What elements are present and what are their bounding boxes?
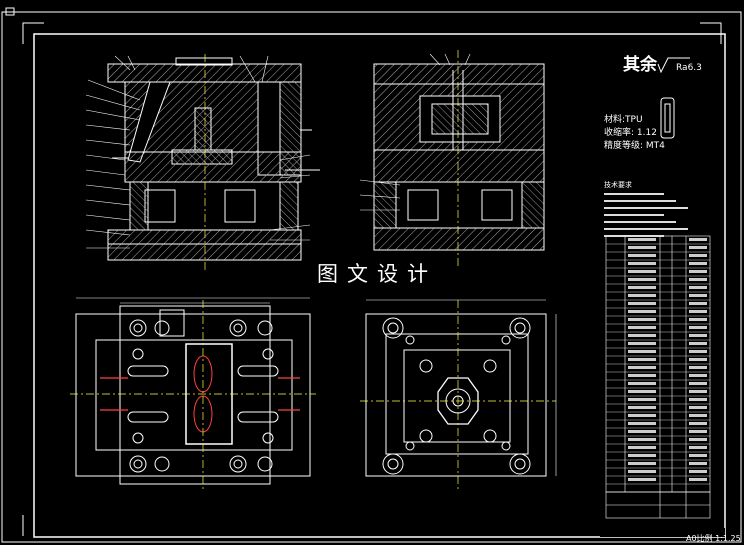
roughness-value: Ra6.3	[676, 63, 702, 73]
parts-list-cell-mark	[689, 470, 707, 473]
requirement-note-line	[604, 214, 664, 216]
parts-list-cell-mark	[689, 430, 707, 433]
parts-list-cell-mark	[689, 278, 707, 281]
inner-frame	[33, 33, 726, 538]
parts-list-cell-mark	[689, 366, 707, 369]
requirement-note-line	[604, 193, 664, 195]
parts-list-cell-mark	[628, 326, 656, 329]
parts-list-cell-mark	[689, 446, 707, 449]
parts-list-cell-mark	[689, 238, 707, 241]
front-section-view	[85, 54, 320, 270]
roughness-label: 其余	[623, 55, 657, 75]
parts-list-cell-mark	[689, 302, 707, 305]
parts-list-cell-mark	[628, 406, 656, 409]
parts-list-cell-mark	[628, 238, 656, 241]
parts-list-cell-mark	[628, 398, 656, 401]
parts-list-cell-mark	[689, 406, 707, 409]
corner-mark-tr	[700, 22, 722, 44]
requirement-note-line	[604, 221, 676, 223]
parts-list-cell-mark	[628, 438, 656, 441]
shrink-note: 收缩率: 1.12	[604, 128, 657, 138]
parts-list-cell-mark	[689, 318, 707, 321]
parts-list-cell-mark	[628, 254, 656, 257]
parts-list-cell-mark	[689, 254, 707, 257]
parts-list-cell-mark	[689, 414, 707, 417]
outer-frame	[1, 11, 742, 543]
parts-list-cell-mark	[689, 270, 707, 273]
parts-list-cell-mark	[689, 454, 707, 457]
moving-half-plan-view	[70, 297, 316, 490]
parts-list-cell-mark	[628, 430, 656, 433]
parts-list-cell-mark	[689, 398, 707, 401]
parts-list-cell-mark	[689, 422, 707, 425]
parts-list-cell-mark	[689, 286, 707, 289]
tolerance-note: 精度等级: MT4	[604, 141, 665, 151]
parts-list-cell-mark	[689, 334, 707, 337]
parts-list-cell-mark	[689, 438, 707, 441]
parts-list-cell-mark	[628, 246, 656, 249]
technical-requirements-title: 技术要求	[604, 181, 632, 189]
parts-list-cell-mark	[689, 262, 707, 265]
parts-list-cell-mark	[689, 342, 707, 345]
parts-list-cell-mark	[628, 390, 656, 393]
parts-list-cell-mark	[628, 278, 656, 281]
parts-list-cell-mark	[689, 462, 707, 465]
parts-list-cell-mark	[628, 462, 656, 465]
parts-list-cell-mark	[628, 454, 656, 457]
parts-list-cell-mark	[628, 334, 656, 337]
parts-list-cell-mark	[689, 246, 707, 249]
fixed-half-plan-view	[360, 299, 557, 490]
parts-list-cell-mark	[689, 382, 707, 385]
parts-list-cell-mark	[628, 478, 656, 481]
parts-list-cell-mark	[628, 358, 656, 361]
parts-list-cell-mark	[628, 446, 656, 449]
parts-list-rows	[606, 238, 710, 485]
parts-list-cell-mark	[689, 310, 707, 313]
parts-list-cell-mark	[628, 262, 656, 265]
parts-list-cell-mark	[628, 342, 656, 345]
watermark-text: 图文设计	[313, 262, 441, 287]
parts-list-cell-mark	[628, 422, 656, 425]
parts-list-cell-mark	[689, 358, 707, 361]
corner-mark-tl	[22, 22, 44, 44]
parts-list-cell-mark	[628, 470, 656, 473]
parts-list-cell-mark	[628, 366, 656, 369]
requirement-note-line	[604, 235, 664, 237]
parts-list-cell-mark	[689, 350, 707, 353]
parts-list-cell-mark	[689, 294, 707, 297]
side-section-view	[359, 50, 545, 268]
parts-list-cell-mark	[628, 414, 656, 417]
parts-list-cell-mark	[689, 390, 707, 393]
product-sketch	[657, 57, 690, 139]
material-note: 材料:TPU	[604, 115, 643, 125]
parts-list-cell-mark	[628, 310, 656, 313]
parts-list-cell-mark	[628, 286, 656, 289]
parts-list-cell-mark	[628, 318, 656, 321]
scale-label: A0比例 1:1.25	[686, 534, 741, 543]
parts-list-cell-mark	[628, 350, 656, 353]
parts-list-cell-mark	[628, 382, 656, 385]
parts-list-cell-mark	[628, 302, 656, 305]
parts-list-cell-mark	[689, 374, 707, 377]
parts-list-cell-mark	[628, 294, 656, 297]
requirement-note-line	[604, 200, 676, 202]
parts-list-cell-mark	[628, 270, 656, 273]
parts-list-cell-mark	[689, 478, 707, 481]
parts-list-cell-mark	[689, 326, 707, 329]
requirement-note-line	[604, 207, 688, 209]
requirement-note-line	[604, 228, 688, 230]
parts-list-cell-mark	[628, 374, 656, 377]
